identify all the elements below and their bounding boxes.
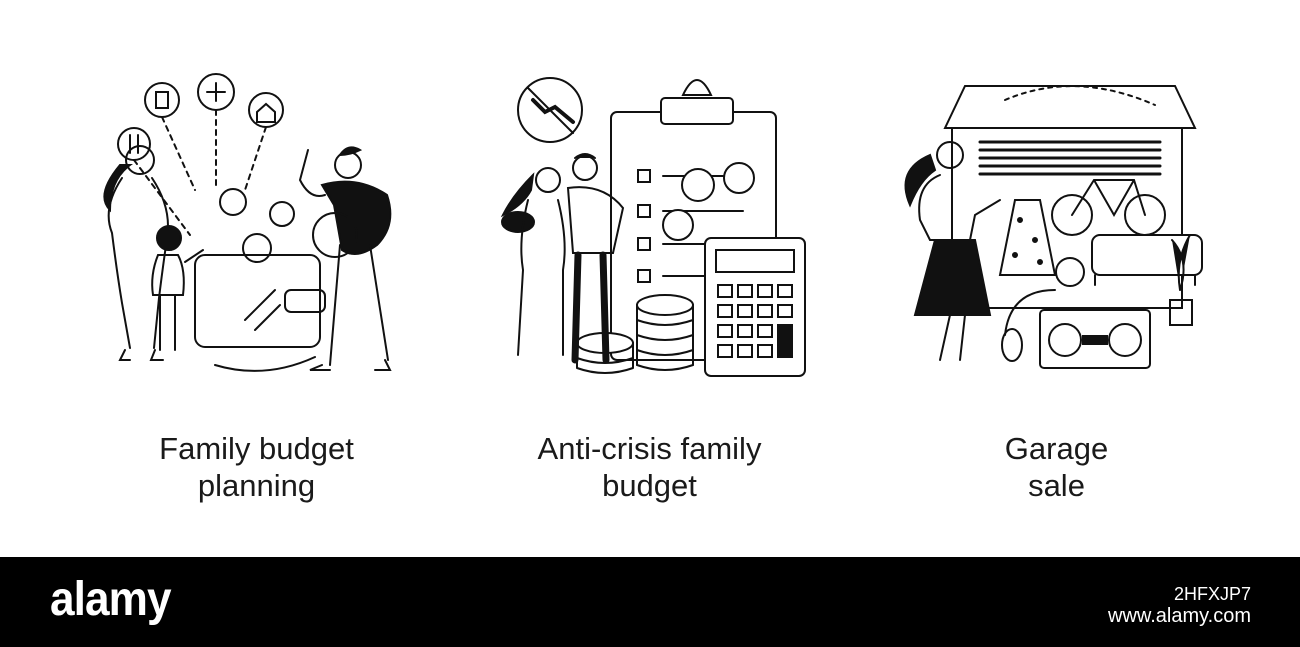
panel-family-budget-planning: Family budget planning	[40, 0, 473, 557]
stock-image-info: 2HFXJP7 www.alamy.com	[1108, 583, 1251, 627]
stock-footer-bar	[0, 557, 1300, 647]
image-id: 2HFXJP7	[1173, 584, 1251, 604]
caption-anti-crisis-family-budget: Anti-crisis family budget	[433, 430, 866, 504]
panel-garage-sale: Garage sale	[840, 0, 1273, 557]
family-wallet-coins-illustration	[103, 73, 392, 372]
caption-line-1: Family budget	[159, 431, 354, 466]
caption-garage-sale: Garage sale	[840, 430, 1273, 504]
caption-line-2: budget	[602, 468, 697, 503]
caption-line-1: Anti-crisis family	[537, 431, 762, 466]
site-url: www.alamy.com	[1108, 605, 1251, 627]
clipboard-calculator-coins-illustration	[500, 77, 806, 377]
caption-line-2: planning	[197, 468, 316, 503]
caption-family-budget-planning: Family budget planning	[40, 430, 473, 504]
caption-line-2: sale	[1028, 468, 1085, 503]
panel-anti-crisis-family-budget: Anti-crisis family budget	[433, 0, 866, 557]
alamy-logo: alamy	[50, 573, 172, 626]
garage-items-illustration	[904, 85, 1203, 369]
caption-line-1: Garage	[1004, 431, 1109, 466]
